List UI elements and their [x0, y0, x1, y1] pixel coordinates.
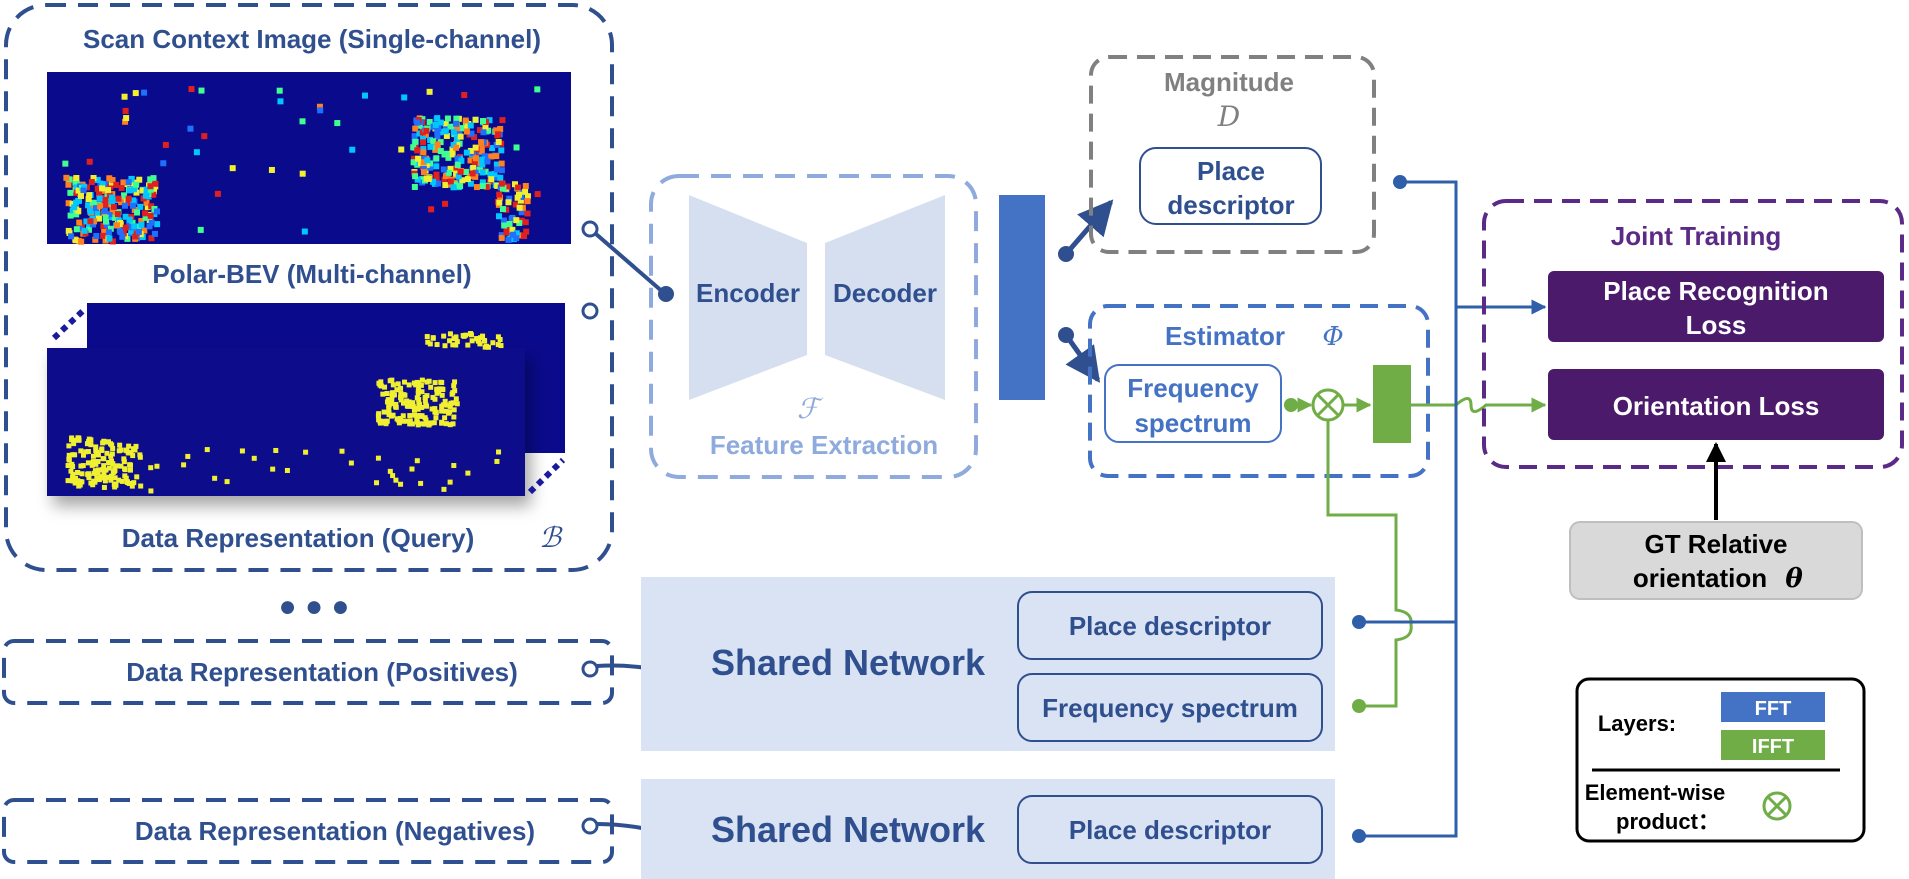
estimator-frame [1088, 304, 1430, 478]
encoder-block [689, 195, 807, 400]
shared-positives-place-descriptor [1017, 591, 1323, 660]
shared-network-positives-label: Shared Network [711, 642, 986, 683]
elementwise-product-icon [1311, 388, 1345, 422]
estimator-frequency-spectrum [1104, 364, 1282, 443]
magnitude-frame [1089, 55, 1376, 254]
gt-line1: GT Relative [1644, 529, 1787, 559]
place-loss-line1: Place Recognition [1603, 276, 1828, 306]
estimator-symbol-phi: Φ [1322, 322, 1343, 352]
estimator-title: Estimator [1165, 321, 1285, 351]
query-symbol-b: ℬ [539, 521, 563, 554]
gt-line2: orientation [1633, 563, 1767, 593]
joint-training-title: Joint Training [1611, 221, 1781, 251]
magnitude-descriptor-line1: Place [1197, 156, 1265, 186]
positives-label: Data Representation (Positives) [126, 657, 518, 687]
feature-extraction-label: Feature Extraction [710, 430, 938, 460]
ifft-layer-bar [1373, 365, 1411, 443]
legend-elementwise-line1: Element-wise [1585, 780, 1726, 805]
polar-bev-title: Polar-BEV (Multi-channel) [152, 259, 471, 289]
legend-product-icon [1762, 791, 1792, 821]
legend-fft-label: FFT [1755, 698, 1792, 720]
magnitude-place-descriptor [1139, 147, 1322, 225]
shared-positives-frequency-spectrum [1017, 673, 1323, 742]
shared-negatives-place-descriptor [1017, 795, 1323, 864]
decoder-label: Decoder [833, 278, 937, 308]
place-recognition-loss-box [1548, 271, 1884, 342]
shared-network-negatives-label: Shared Network [711, 809, 986, 850]
magnitude-descriptor-line2: descriptor [1167, 190, 1294, 220]
polar-bev-image-stack [47, 303, 566, 496]
gt-orientation-box [1569, 521, 1863, 600]
legend-fft-swatch [1721, 692, 1825, 722]
feature-extraction-frame [649, 174, 978, 479]
feature-map-bar [999, 195, 1045, 400]
query-panel-frame [4, 3, 614, 572]
estimator-spectrum-line2: spectrum [1134, 408, 1251, 438]
place-loss-line2: Loss [1686, 310, 1747, 340]
negatives-label: Data Representation (Negatives) [135, 816, 535, 846]
encoder-label: Encoder [696, 278, 800, 308]
orientation-loss-box [1548, 369, 1884, 440]
query-footer-label: Data Representation (Query) [122, 523, 475, 553]
orientation-loss-label: Orientation Loss [1613, 391, 1820, 421]
shared-positives-descriptor-label: Place descriptor [1069, 611, 1271, 641]
legend-ifft-swatch [1721, 730, 1825, 760]
shared-negatives-descriptor-label: Place descriptor [1069, 815, 1271, 845]
scan-context-image [47, 72, 571, 245]
joint-training-frame [1482, 199, 1904, 469]
shared-positives-spectrum-label: Frequency spectrum [1042, 693, 1298, 723]
negatives-frame [2, 798, 614, 864]
decoder-block [825, 195, 945, 400]
feature-symbol-f: ℱ [797, 392, 824, 425]
legend-ifft-label: IFFT [1752, 736, 1794, 758]
positives-frame [2, 639, 614, 705]
legend-elementwise-line2: product： [1616, 809, 1720, 834]
scan-context-title: Scan Context Image (Single-channel) [83, 24, 541, 54]
ellipsis-dots: ● ● ● [278, 590, 349, 623]
estimator-spectrum-line1: Frequency [1127, 373, 1259, 403]
gt-symbol-theta: θ [1785, 564, 1803, 594]
legend-layers-label: Layers: [1598, 711, 1676, 736]
magnitude-symbol-d: D [1217, 100, 1240, 133]
magnitude-title: Magnitude [1164, 67, 1294, 97]
